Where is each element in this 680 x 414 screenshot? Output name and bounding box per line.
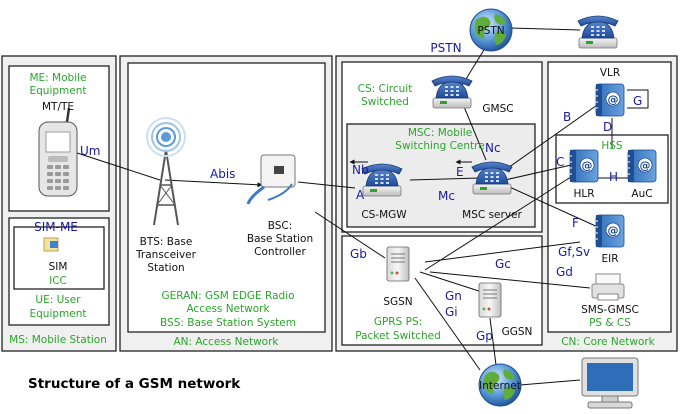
ggsn-label: GGSN — [502, 326, 533, 338]
gmsc-phone-icon — [431, 75, 473, 109]
auc-icon — [625, 149, 657, 183]
cs-label-line2: Switched — [361, 96, 409, 108]
msc-label-line1: MSC: Mobile — [408, 127, 472, 139]
interface-b: B — [563, 110, 571, 124]
interface-abis: Abis — [210, 167, 235, 181]
bsc-device-icon — [246, 154, 296, 205]
interface-f: F — [572, 216, 579, 230]
mscserver-label: MSC server — [462, 209, 522, 221]
interface-gd: Gd — [556, 265, 573, 279]
sms-gmsc-label: SMS-GMSC — [581, 304, 639, 316]
diagram-title: Structure of a GSM network — [28, 376, 241, 392]
interface-nc: Nc — [485, 141, 501, 155]
interface-a: A — [356, 188, 365, 202]
mobile-phone-icon — [38, 107, 78, 197]
ggsn-server-icon — [478, 282, 502, 318]
interface-g: G — [633, 94, 642, 108]
interface-um: Um — [80, 144, 100, 158]
interface-h: H — [609, 170, 618, 184]
mscserver-phone-icon — [471, 161, 513, 195]
cn-label: CN: Core Network — [561, 336, 655, 348]
pstn-interface-label: PSTN — [430, 41, 461, 55]
gprs-ps-label-line1: GPRS PS: — [374, 316, 422, 328]
auc-label: AuC — [631, 188, 652, 200]
ms-label: MS: Mobile Station — [9, 334, 107, 346]
sim-card-icon — [43, 237, 59, 252]
ue-label-line1: UE: User — [35, 294, 81, 306]
interface-d: D — [603, 120, 612, 134]
bsc-label-line3: Controller — [254, 246, 306, 258]
sim-box — [13, 226, 105, 290]
csmgw-label: CS-MGW — [361, 209, 407, 221]
ps-cs-label: PS & CS — [589, 317, 631, 329]
vlr-label: VLR — [600, 67, 620, 79]
gmsc-label: GMSC — [482, 103, 513, 115]
pstn-phone-icon — [577, 15, 619, 49]
interface-nb: Nb — [352, 163, 369, 177]
connection-lines — [67, 27, 649, 386]
interface-gc: Gc — [495, 257, 511, 271]
interface-e: E — [456, 165, 464, 179]
cs-label-line1: CS: Circuit — [358, 83, 413, 95]
computer-icon — [581, 357, 639, 409]
me-label-line2: Equipment — [30, 85, 87, 97]
interface-gn: Gn — [445, 289, 462, 303]
sgsn-label: SGSN — [383, 296, 412, 308]
internet-label: Internet — [479, 380, 521, 392]
bss-box — [127, 62, 326, 333]
bts-tower-icon — [146, 117, 186, 226]
interface-mc: Mc — [438, 189, 455, 203]
gprs-ps-label-line2: Packet Switched — [355, 330, 441, 342]
vlr-icon — [593, 83, 625, 117]
an-label: AN: Access Network — [173, 336, 279, 348]
msc-label-line2: Switching Centre — [395, 140, 484, 152]
sim-me-label: SIM-ME — [34, 220, 78, 234]
interface-gi: Gi — [445, 305, 458, 319]
interface-c: C — [556, 155, 564, 169]
ps-box — [341, 235, 543, 346]
pstn-node-label: PSTN — [477, 25, 504, 37]
sgsn-server-icon — [386, 246, 410, 282]
hlr-icon — [567, 149, 599, 183]
eir-label: EIR — [601, 253, 618, 265]
mtte-label: MT/TE — [42, 101, 74, 113]
icc-label: ICC — [49, 275, 67, 287]
hss-label: HSS — [601, 140, 623, 152]
bts-label-line3: Station — [147, 262, 184, 274]
sms-gmsc-printer-icon — [591, 273, 625, 301]
interface-gb: Gb — [350, 247, 367, 261]
interface-gp: Gp — [476, 329, 493, 343]
sim-label: SIM — [49, 261, 68, 273]
interface-gfsv: Gf,Sv — [558, 245, 590, 259]
geran-label-line2: Access Network — [186, 303, 270, 315]
bts-label-line1: BTS: Base — [140, 236, 193, 248]
bsc-label-line2: Base Station — [247, 233, 313, 245]
ue-label-line2: Equipment — [30, 308, 87, 320]
hlr-label: HLR — [573, 188, 594, 200]
bss-label: BSS: Base Station System — [160, 317, 296, 329]
me-label-line1: ME: Mobile — [29, 72, 86, 84]
bsc-label-line1: BSC: — [268, 220, 293, 232]
bts-label-line2: Transceiver — [135, 249, 197, 261]
eir-icon — [593, 214, 625, 248]
geran-label-line1: GERAN: GSM EDGE Radio — [161, 290, 294, 302]
